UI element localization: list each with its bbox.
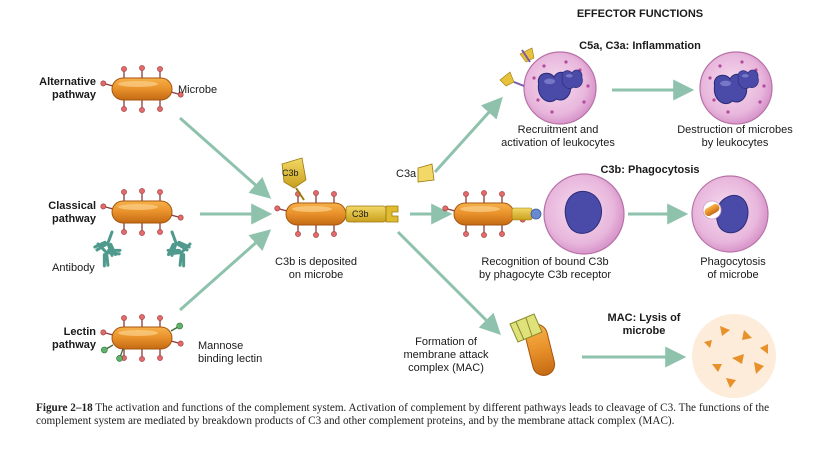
leukocyte-recruited — [499, 47, 597, 125]
microbe-alternative — [100, 65, 184, 112]
phagocyte — [543, 173, 625, 255]
microbe-classical — [88, 188, 200, 269]
mac-complex — [509, 313, 556, 376]
c3a-label: C3a — [396, 168, 417, 180]
antibody-label: Antibody — [52, 262, 95, 274]
c3b-tag-top: C3b — [282, 168, 299, 178]
c3a-fragment — [417, 163, 435, 183]
microbe-lectin — [99, 314, 185, 363]
arrow-to-mac — [396, 230, 501, 335]
c3b-tag-side: C3b — [352, 209, 369, 219]
microbe-phagocyte-bound — [442, 190, 542, 237]
microbe-c3b-deposited — [274, 157, 399, 238]
figure-caption: Figure 2–18 The activation and functions… — [36, 402, 796, 428]
figure-id: Figure 2–18 — [36, 402, 93, 414]
arrow-to-inflammation — [433, 96, 503, 174]
arrow-lectin — [179, 229, 272, 312]
inflammation-title: C5a, C3a: Inflammation — [579, 40, 701, 52]
leukocyte-destroying — [699, 51, 773, 125]
caption-text: The activation and functions of the comp… — [36, 402, 770, 427]
lysed-microbe-fragments — [692, 314, 776, 398]
effector-functions-heading: EFFECTOR FUNCTIONS — [576, 8, 704, 20]
microbe-label: Microbe — [178, 84, 218, 96]
phagocyte-ingested — [691, 175, 769, 253]
phagocytosis-title: C3b: Phagocytosis — [600, 164, 700, 176]
complement-diagram — [88, 47, 776, 398]
arrow-alternative — [179, 116, 272, 199]
